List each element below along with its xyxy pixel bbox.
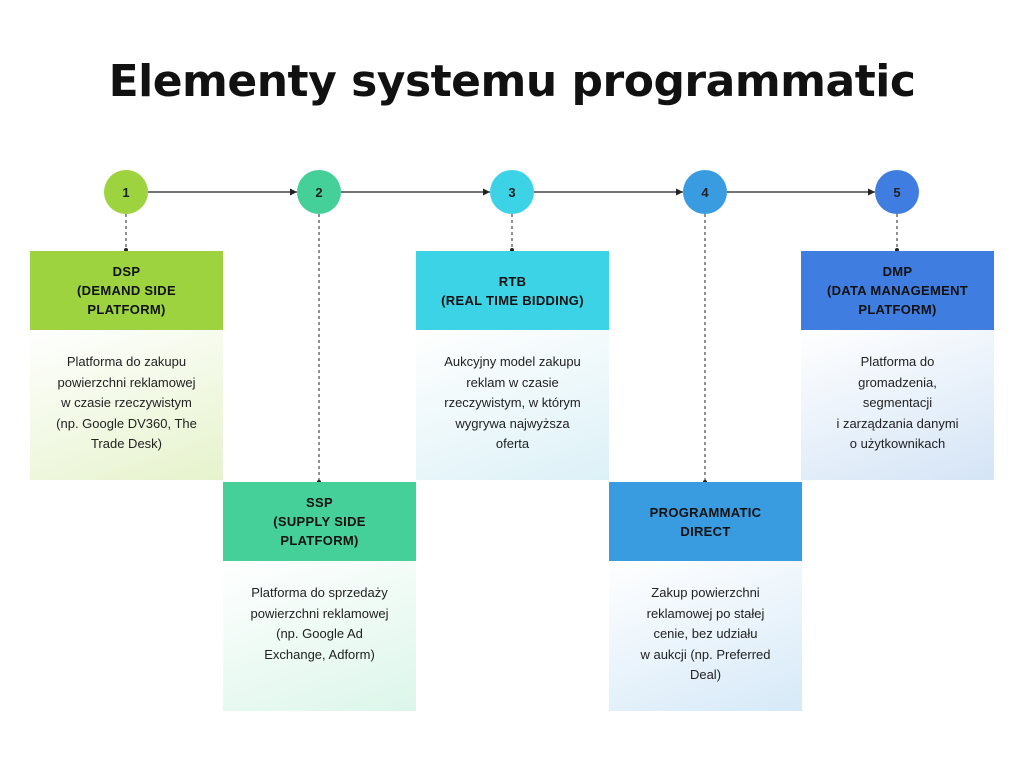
step-5-header: DMP (DATA MANAGEMENT PLATFORM) — [801, 251, 994, 330]
step-3-circle: 3 — [490, 170, 534, 214]
step-1-circle: 1 — [104, 170, 148, 214]
step-2-circle: 2 — [297, 170, 341, 214]
step-4-description: Zakup powierzchni reklamowej po stałej c… — [609, 561, 802, 711]
step-1-header: DSP (DEMAND SIDE PLATFORM) — [30, 251, 223, 330]
step-4-circle: 4 — [683, 170, 727, 214]
step-5-circle: 5 — [875, 170, 919, 214]
page-title: Elementy systemu programmatic — [108, 56, 916, 107]
step-3-header: RTB (REAL TIME BIDDING) — [416, 251, 609, 330]
step-5-description: Platforma do gromadzenia, segmentacji i … — [801, 330, 994, 480]
step-2-description: Platforma do sprzedaży powierzchni rekla… — [223, 561, 416, 711]
step-1-description: Platforma do zakupu powierzchni reklamow… — [30, 330, 223, 480]
step-3-description: Aukcyjny model zakupu reklam w czasie rz… — [416, 330, 609, 480]
step-4-header: PROGRAMMATIC DIRECT — [609, 482, 802, 561]
step-2-header: SSP (SUPPLY SIDE PLATFORM) — [223, 482, 416, 561]
